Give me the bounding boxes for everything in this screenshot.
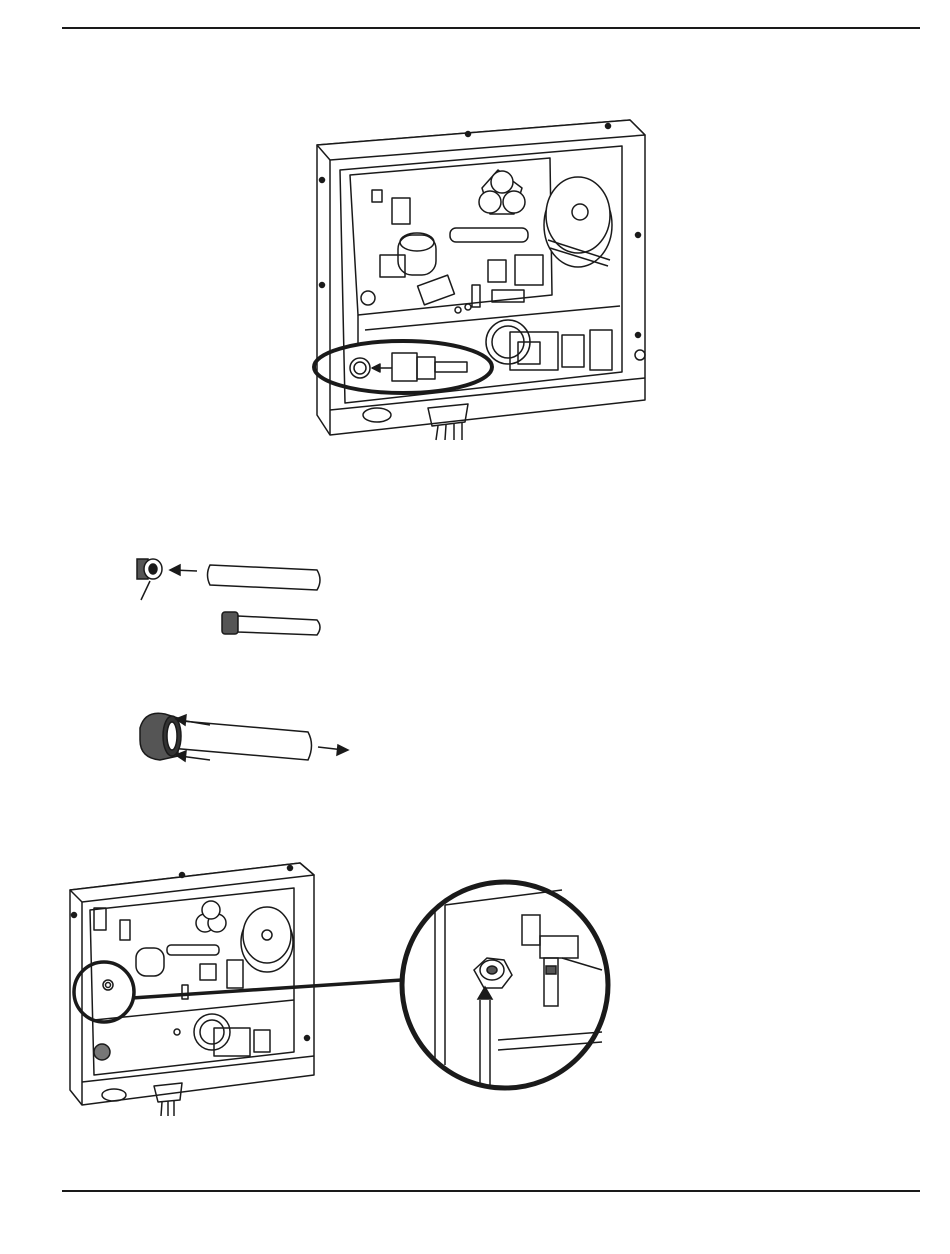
control-box-illustration — [300, 110, 660, 445]
figure-control-box-top — [300, 110, 660, 445]
figure-tube-nut-removal — [125, 550, 335, 650]
figure-nut-pull-off — [130, 700, 370, 785]
figure-control-box-bottom — [62, 860, 622, 1120]
header-rule — [62, 27, 920, 29]
footer-rule — [62, 1190, 920, 1192]
tube-nut-illustration — [125, 550, 335, 650]
nut-pull-off-illustration — [130, 700, 370, 785]
magnified-fitting-illustration — [62, 860, 622, 1120]
magnified-view — [402, 882, 608, 1088]
